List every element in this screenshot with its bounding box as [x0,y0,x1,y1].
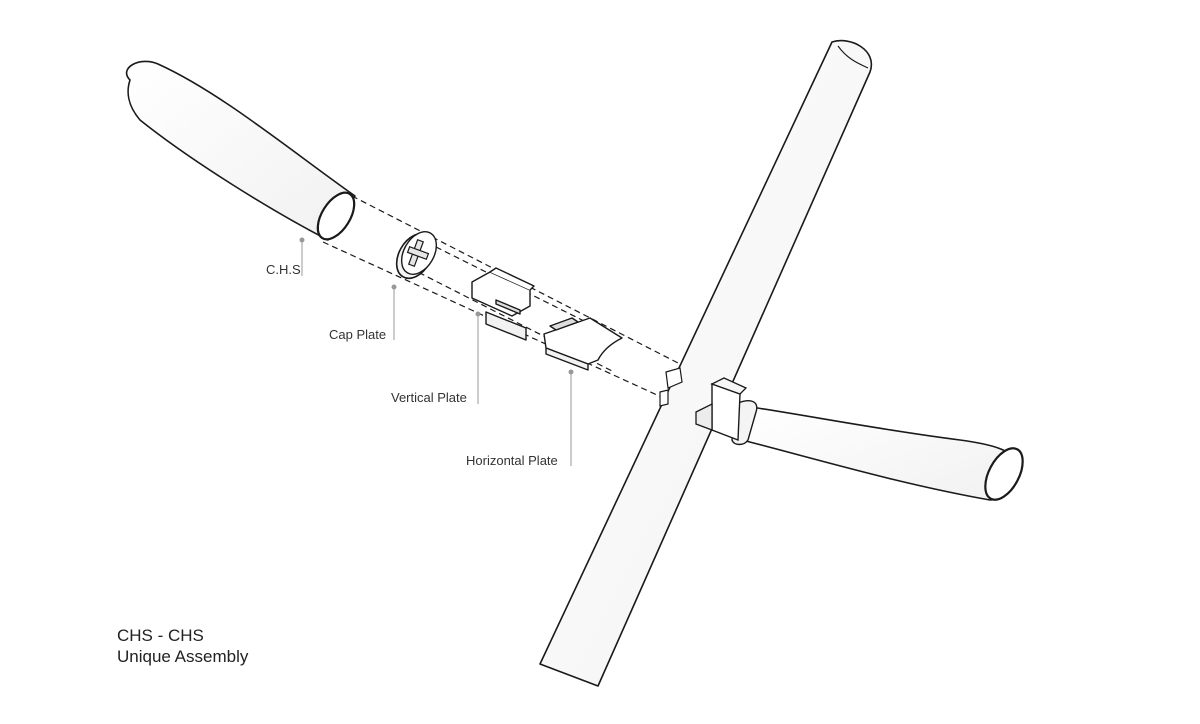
chs-leader-dot [299,237,305,243]
diagonal-chs-tube [539,39,873,687]
diagram-title-line2: Unique Assembly [117,647,249,666]
horizontal-plate-leader-dot [568,369,574,375]
cap-plate [395,231,438,280]
cap-plate-leader-dot [391,284,397,290]
chs-label: C.H.S [266,262,301,277]
chs-tube-opening [316,191,356,241]
leader-lines [299,237,574,466]
diagram-title-line1: CHS - CHS [117,626,204,645]
tube-slot [659,367,683,407]
assembled-chs-tube [695,377,1024,501]
chs-tube [125,60,356,241]
vertical-plate-label: Vertical Plate [391,390,467,405]
diagram-title: CHS - CHS Unique Assembly [117,625,248,667]
vertical-plate [471,267,535,341]
cap-plate-label: Cap Plate [329,327,387,342]
vertical-plate-leader-dot [475,311,481,317]
assembled-tube-opening [984,447,1024,501]
horizontal-plate [543,317,623,371]
horizontal-plate-label: Horizontal Plate [466,453,558,468]
